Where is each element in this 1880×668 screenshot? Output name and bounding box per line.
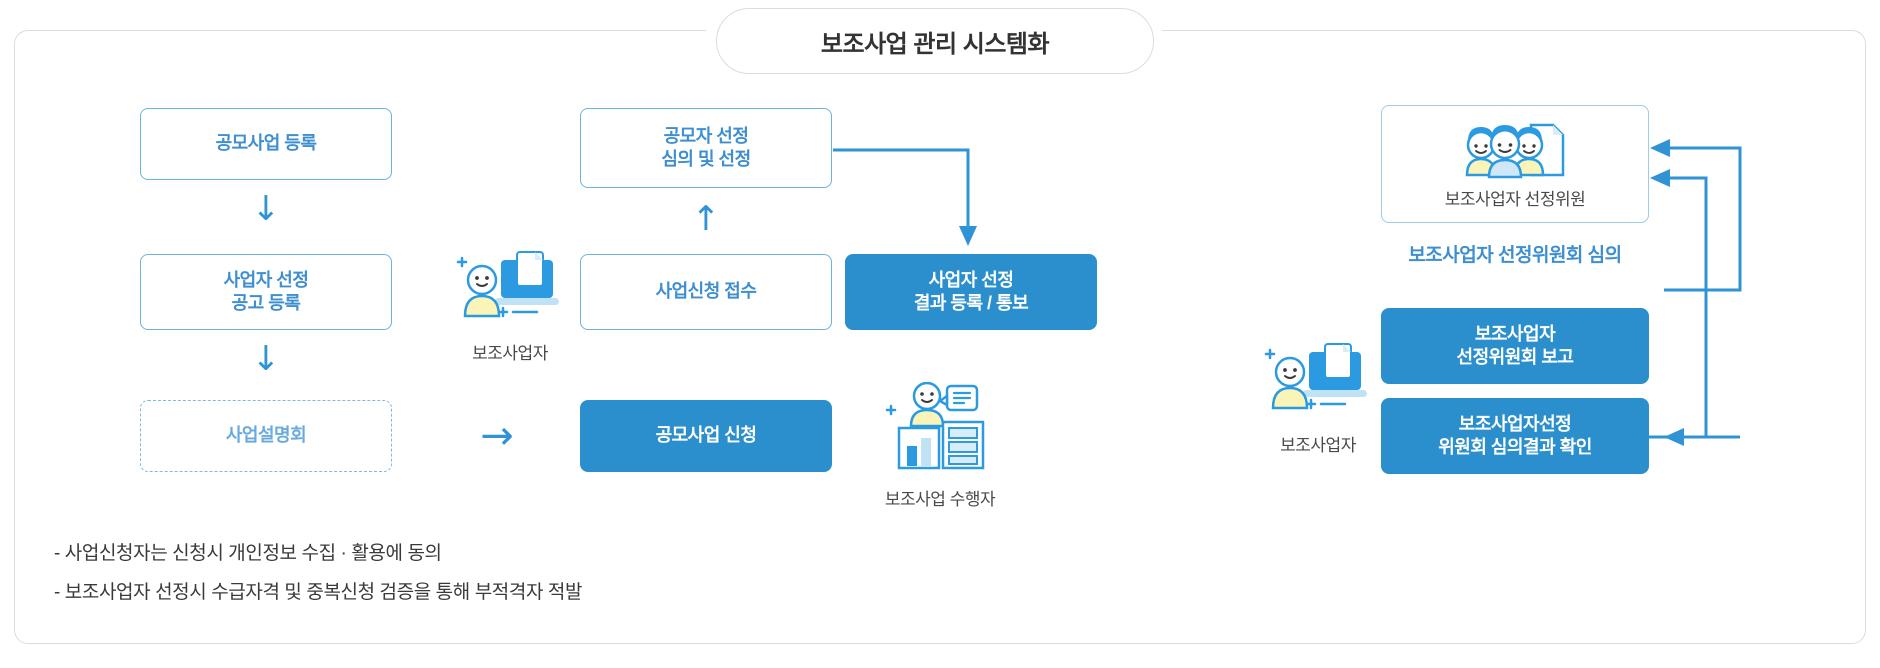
box-operator-notice[interactable]: 사업자 선정 공고 등록 — [140, 254, 392, 330]
footnote-1: - 사업신청자는 신청시 개인정보 수집 · 활용에 동의 — [54, 543, 442, 564]
box-gongmo-register[interactable]: 공모사업 등록 — [140, 108, 392, 180]
arrow-up-middle: ↑ — [691, 199, 721, 239]
committee-review-heading: 보조사업자 선정위원회 심의 — [1408, 245, 1622, 266]
box-apply-gongmo[interactable]: 공모사업 신청 — [580, 400, 832, 472]
box-applicant-review[interactable]: 공모자 선정 심의 및 선정 — [580, 108, 832, 188]
page-title: 보조사업 관리 시스템화 — [820, 30, 1050, 58]
person-document-icon — [456, 251, 559, 318]
persona-subsidy-performer: 보조사업 수행자 — [860, 381, 1020, 510]
persona-label: 보조사업 수행자 — [884, 490, 996, 509]
persona-subsidy-operator-left: 보조사업자 — [440, 248, 580, 364]
person-chart-cabinet-icon — [885, 381, 985, 470]
persona-label: 보조사업자 — [1280, 436, 1356, 455]
footnotes: - 사업신청자는 신청시 개인정보 수집 · 활용에 동의 - 보조사업자 선정… — [54, 538, 582, 616]
persona-subsidy-operator-right: 보조사업자 — [1248, 340, 1388, 456]
card-caption: 보조사업자 선정위원 — [1444, 189, 1586, 209]
person-document-icon — [1264, 343, 1367, 410]
box-briefing-session[interactable]: 사업설명회 — [140, 400, 392, 472]
box-committee-report[interactable]: 보조사업자 선정위원회 보고 — [1381, 308, 1649, 384]
box-committee-result-check[interactable]: 보조사업자선정 위원회 심의결과 확인 — [1381, 398, 1649, 474]
arrow-down-left-2: ↓ — [251, 339, 281, 379]
card-selection-committee[interactable]: 보조사업자 선정위원 — [1381, 105, 1649, 223]
footnote-2: - 보조사업자 선정시 수급자격 및 중복신청 검증을 통해 부적격자 적발 — [54, 582, 583, 603]
three-people-document-icon — [1465, 123, 1565, 178]
persona-label: 보조사업자 — [472, 344, 548, 363]
box-application-intake[interactable]: 사업신청 접수 — [580, 254, 832, 330]
box-result-register-notify[interactable]: 사업자 선정 결과 등록 / 통보 — [845, 254, 1097, 330]
arrow-right-connector: → — [480, 413, 514, 459]
diagram-title-pill: 보조사업 관리 시스템화 — [716, 8, 1154, 74]
arrow-down-left-1: ↓ — [251, 189, 281, 229]
